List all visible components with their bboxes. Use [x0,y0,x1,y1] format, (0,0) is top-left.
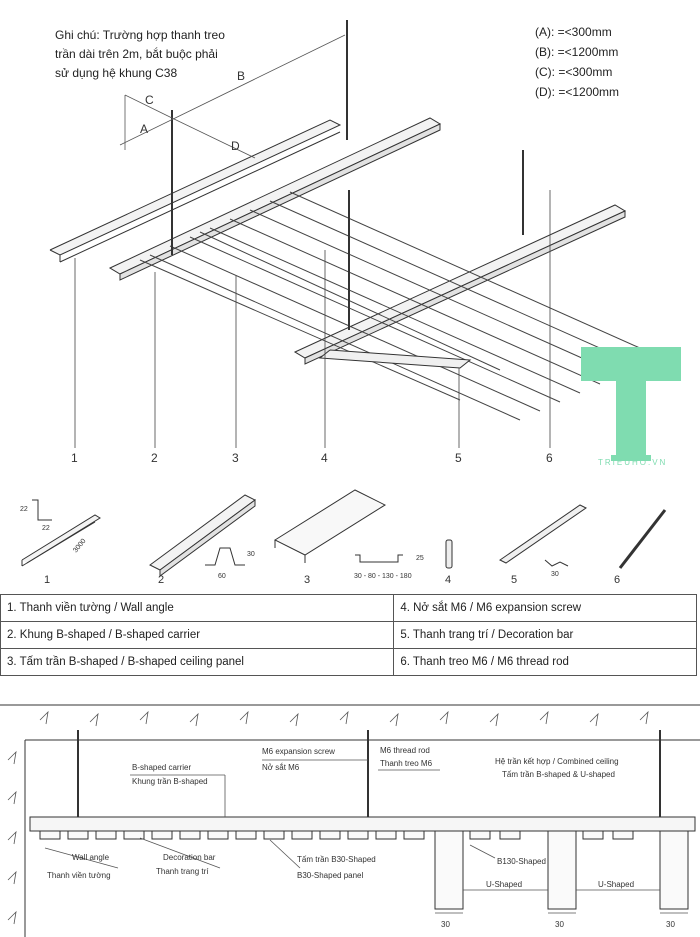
callout-6: 6 [546,451,553,465]
part-label-5: 5 [511,574,517,586]
part-label-2: 2 [158,574,164,586]
dimension-lines [119,34,346,159]
table-cell: 2. Khung B-shaped / B-shaped carrier [0,621,395,649]
part-expansion-screw [445,539,453,569]
dim-wall-a: 22 [20,506,28,513]
dim-carrier-w: 60 [218,573,226,580]
dim-b: (B): =<1200mm [535,45,619,59]
label-expansion-vi: Nở sắt M6 [262,763,300,772]
callout-4: 4 [321,451,328,465]
dim-letter-d: D [231,139,240,153]
callout-2: 2 [151,451,158,465]
part-wall-angle [21,499,101,567]
label-u-shaped-2: U-Shaped [598,880,634,889]
callout-5: 5 [455,451,462,465]
part-label-6: 6 [614,574,620,586]
table-row: 3. Tấm trần B-shaped / B-shaped ceiling … [0,648,697,676]
section-rods [77,730,661,817]
part-panel [273,489,403,563]
dim-panel-widths: 30 - 80 - 130 - 180 [354,573,412,580]
section-b-panels [39,830,425,840]
label-wall-vi: Thanh viền tường [47,871,111,880]
dimension-legend: (A): =<300mm (B): =<1200mm (C): =<300mm … [535,22,619,102]
label-carrier-en: B-shaped carrier [132,763,191,772]
table-cell: 5. Thanh trang trí / Decoration bar [393,621,697,649]
watermark-logo [581,347,681,461]
label-u-shaped-1: U-Shaped [486,880,522,889]
section-dim-lines [435,889,688,914]
decoration-bar-iso [318,349,472,369]
callout-leaders [74,190,551,448]
label-dim30-1: 30 [441,920,450,929]
table-cell: 6. Thanh treo M6 / M6 thread rod [393,648,697,676]
label-carrier-vi: Khung trần B-shaped [132,777,208,786]
thread-rods-iso [171,20,524,330]
table-cell: 1. Thanh viền tường / Wall angle [0,594,395,622]
label-deco-en: Decoration bar [163,853,216,862]
dim-wall-b: 22 [42,525,50,532]
section-leaders [44,759,496,869]
table-cell: 4. Nở sắt M6 / M6 expansion screw [393,594,697,622]
label-deco-vi: Thanh trang trí [156,867,209,876]
dim-bar-w: 30 [551,571,559,578]
watermark-text: TRIEUHO.VN [598,458,668,467]
design-note: Ghi chú: Trường hợp thanh treo trần dài … [55,26,225,83]
dim-a: (A): =<300mm [535,25,612,39]
callout-1: 1 [71,451,78,465]
callout-3: 3 [232,451,239,465]
dim-d: (D): =<1200mm [535,85,620,99]
dim-letter-c: C [145,93,154,107]
label-rod-en: M6 thread rod [380,746,430,755]
note-line-1: Ghi chú: Trường hợp thanh treo [55,28,225,42]
part-label-3: 3 [304,574,310,586]
section-hatch [7,710,649,925]
panels-iso [139,191,661,421]
table-row: 2. Khung B-shaped / B-shaped carrier 5. … [0,621,697,649]
dim-letter-b: B [237,69,245,83]
dim-letter-a: A [140,122,148,136]
label-dim30-2: 30 [555,920,564,929]
dim-c: (C): =<300mm [535,65,613,79]
part-carrier [149,494,256,577]
label-wall-en: Wall angle [72,853,110,862]
note-line-2: trần dài trên 2m, bắt buộc phải [55,47,218,61]
label-combined-1: Hệ trần kết hợp / Combined ceiling [495,757,619,766]
table-cell: 3. Tấm trần B-shaped / B-shaped ceiling … [0,648,395,676]
label-rod-vi: Thanh treo M6 [380,759,433,768]
label-combined-2: Tấm trần B-shaped & U-shaped [502,770,615,779]
label-panel-vi: Tấm trần B30-Shaped [297,855,376,864]
section-u-panels [434,830,689,910]
label-expansion-en: M6 expansion screw [262,747,335,756]
wall-angle-iso [49,119,342,263]
carrier-iso [108,117,627,365]
section-carrier [29,816,696,832]
note-line-3: sử dụng hệ khung C38 [55,66,178,80]
table-row: 1. Thanh viền tường / Wall angle 4. Nở s… [0,594,697,622]
parts-table: 1. Thanh viền tường / Wall angle 4. Nở s… [0,594,697,676]
dim-wall-len: 3000 [72,538,87,555]
label-b130: B130-Shaped [497,857,546,866]
label-panel-en: B30-Shaped panel [297,871,364,880]
dim-panel-h: 25 [416,555,424,562]
section-slab [0,704,700,937]
part-label-1: 1 [44,574,50,586]
label-dim30-3: 30 [666,920,675,929]
part-label-4: 4 [445,574,451,586]
part-decoration-bar [499,504,587,567]
part-thread-rod [618,509,667,569]
dim-carrier-h: 30 [247,551,255,558]
